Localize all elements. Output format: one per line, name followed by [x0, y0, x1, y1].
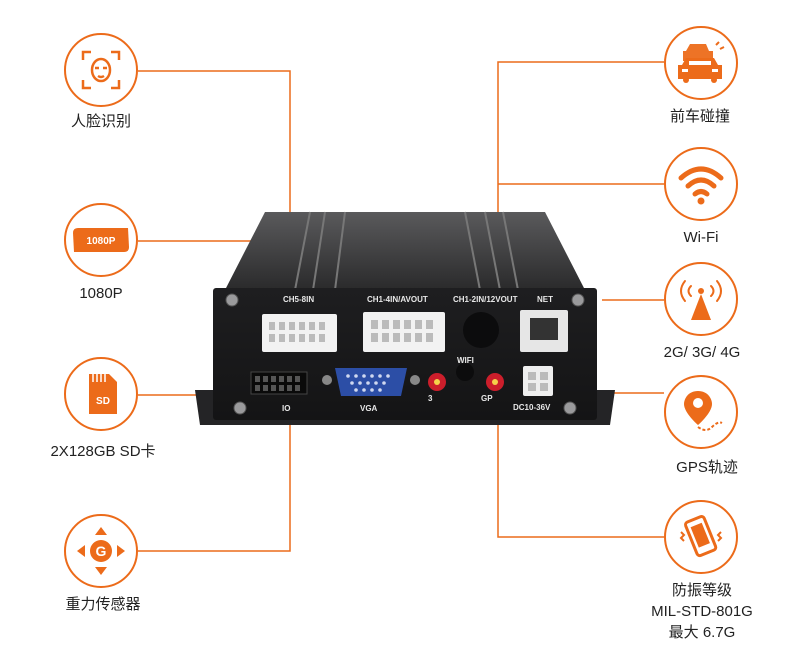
vibration-label-1: 防振等级 — [671, 582, 733, 599]
face-recognition-badge — [64, 33, 138, 107]
label-dc: DC10-36V — [513, 403, 551, 412]
sd-card-icon: SD — [89, 374, 117, 414]
1080p-badge-icon: 1080P — [73, 228, 129, 252]
svg-text:SD: SD — [96, 396, 110, 407]
gravity-sensor-label: 重力传感器 — [65, 596, 141, 613]
gravity-sensor-badge: G — [64, 514, 138, 588]
sd-card-badge: SD — [64, 357, 138, 431]
vibration-phone-icon — [679, 515, 723, 558]
car-collision-icon — [678, 41, 725, 83]
1080p-badge: 1080P — [64, 203, 138, 277]
line-gsensor — [138, 420, 291, 552]
cellular-label: 2G/ 3G/ 4G — [663, 344, 741, 361]
label-ch5-8: CH5-8IN — [283, 295, 315, 304]
1080p-label: 1080P — [79, 285, 123, 302]
vibration-label-3: 最大 6.7G — [668, 624, 736, 641]
gps-track-badge — [664, 375, 738, 449]
gps-track-icon — [684, 391, 723, 431]
svg-text:G: G — [96, 543, 107, 559]
cellular-antenna-icon — [680, 280, 722, 320]
label-net: NET — [537, 295, 553, 304]
gps-track-label: GPS轨迹 — [676, 459, 738, 476]
cellular-badge — [664, 262, 738, 336]
line-vibration — [497, 420, 664, 538]
line-face — [138, 70, 291, 215]
car-collision-badge — [664, 26, 738, 100]
label-ch1-4: CH1-4IN/AVOUT — [367, 295, 428, 304]
vibration-label-2: MIL-STD-801G — [651, 603, 753, 620]
vibration-badge — [664, 500, 738, 574]
mdvr-device: CH5-8IN CH1-4IN/AVOUT CH1-2IN/12VOUT NET… — [185, 200, 625, 445]
label-gps: GP — [481, 394, 493, 403]
wifi-icon — [678, 166, 724, 205]
gravity-sensor-icon: G — [77, 527, 125, 575]
sd-card-label: 2X128GB SD卡 — [50, 443, 156, 460]
label-ch1-2: CH1-2IN/12VOUT — [453, 295, 518, 304]
wifi-badge — [664, 147, 738, 221]
face-recognition-icon — [81, 50, 121, 90]
label-vga: VGA — [360, 404, 378, 413]
line-collision — [497, 61, 664, 212]
device-body — [195, 211, 615, 425]
svg-text:1080P: 1080P — [87, 236, 116, 247]
face-recognition-label: 人脸识别 — [70, 113, 132, 130]
label-io: IO — [282, 404, 291, 413]
wifi-label: Wi-Fi — [683, 229, 719, 246]
car-collision-label: 前车碰撞 — [669, 108, 731, 125]
label-3g: 3 — [428, 394, 433, 403]
label-wifi: WIFI — [457, 356, 474, 365]
